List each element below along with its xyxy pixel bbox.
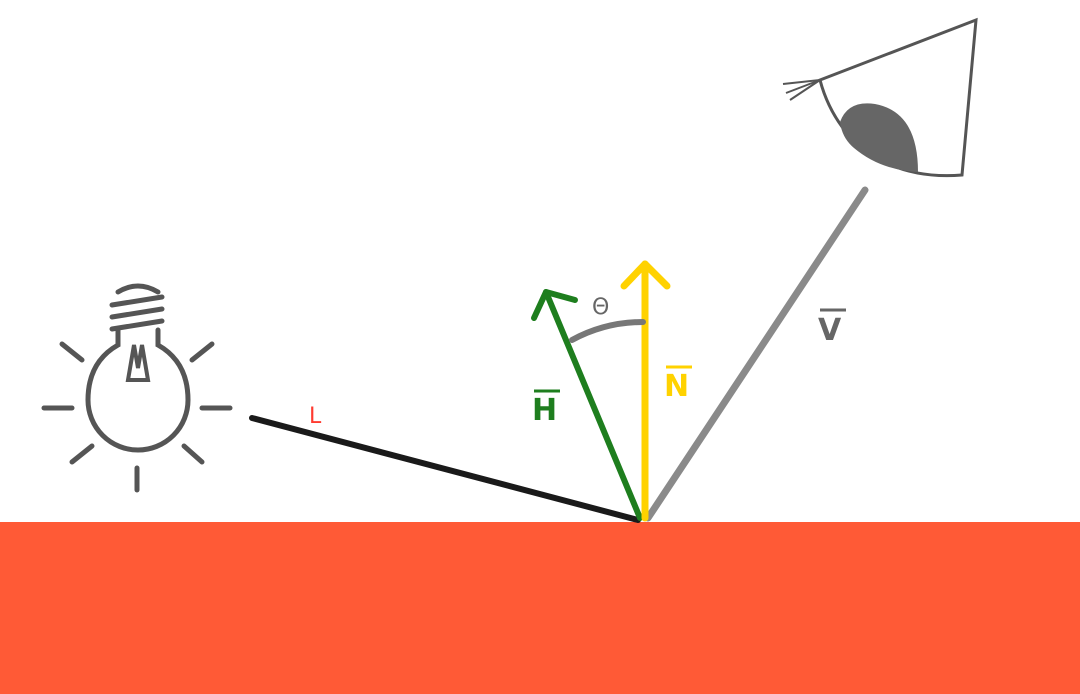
normal-vector-label: N (664, 369, 689, 404)
view-vector-label: V (818, 313, 842, 348)
eye-icon (782, 17, 978, 178)
halfway-vector-label: H (532, 393, 557, 428)
angle-label: Θ (592, 295, 609, 320)
light-vector (249, 415, 641, 523)
light-vector-label: L (309, 404, 322, 429)
halfway-vector (531, 289, 643, 521)
surface (0, 522, 1080, 694)
normal-vector (620, 260, 671, 522)
lightbulb-icon (41, 283, 233, 493)
view-vector (644, 186, 869, 522)
angle-arc (569, 319, 646, 343)
